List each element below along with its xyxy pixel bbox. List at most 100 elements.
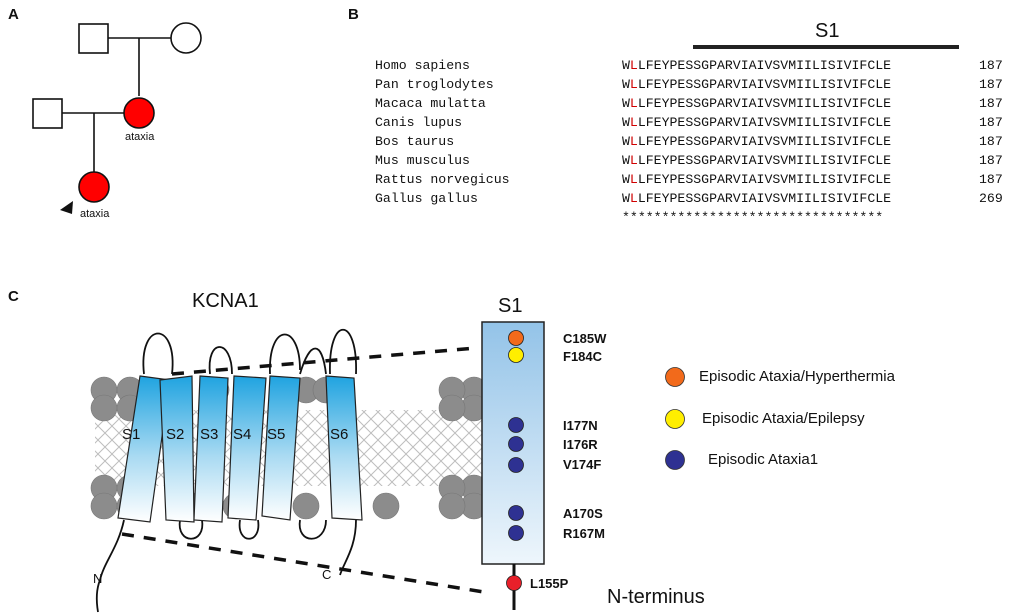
segment-s4 [227, 375, 267, 521]
alignment-species-name: Pan troglodytes [375, 77, 494, 92]
alignment-region-bar [693, 45, 959, 49]
sequence-suffix: LFEYPESSGPARVIAIVSVMIILISIVIFCLE [637, 191, 892, 206]
alignment-position-number: 269 [979, 191, 1003, 206]
alignment-position-number: 187 [979, 153, 1003, 168]
alignment-species-name: Bos taurus [375, 134, 455, 149]
mutation-dot-r167m [508, 525, 524, 541]
sequence-prefix: W [622, 58, 630, 73]
legend-label-ea1: Episodic Ataxia1 [708, 451, 819, 468]
highlighted-residue: L [629, 96, 638, 111]
s1-detail-title: S1 [498, 295, 523, 317]
segment-label-s5: S5 [267, 426, 285, 443]
alignment-region-label: S1 [815, 20, 840, 42]
sequence-prefix: W [622, 96, 630, 111]
alignment-sequence: WLLFEYPESSGPARVIAIVSVMIILISIVIFCLE [622, 96, 891, 111]
legend-label-hyperthermia: Episodic Ataxia/Hyperthermia [699, 368, 895, 385]
alignment-position-number: 187 [979, 77, 1003, 92]
sequence-prefix: W [622, 77, 630, 92]
mutation-label-v174f: V174F [563, 457, 602, 472]
sequence-suffix: LFEYPESSGPARVIAIVSVMIILISIVIFCLE [637, 96, 892, 111]
mutation-dot-a170s [508, 505, 524, 521]
sequence-prefix: W [622, 134, 630, 149]
highlighted-residue: L [629, 191, 638, 206]
alignment-species-name: Homo sapiens [375, 58, 470, 73]
highlighted-residue: L [629, 153, 638, 168]
segment-label-s1: S1 [122, 426, 140, 443]
highlighted-residue: L [629, 77, 638, 92]
segment-s6 [325, 375, 363, 521]
pedigree-affected-label-proband: ataxia [80, 208, 110, 220]
s1-detail-box [481, 321, 545, 610]
pedigree-grandfather [78, 23, 109, 54]
proband-arrow-icon [60, 201, 73, 214]
legend-label-epilepsy: Episodic Ataxia/Epilepsy [702, 410, 865, 427]
kcna1-topology: S1 S2 S3 S4 S5 S6 N C [90, 329, 490, 613]
mutation-label-i177n: I177N [563, 418, 598, 433]
panel-label-a: A [8, 6, 19, 23]
alignment-sequence: WLLFEYPESSGPARVIAIVSVMIILISIVIFCLE [622, 153, 891, 168]
sequence-suffix: LFEYPESSGPARVIAIVSVMIILISIVIFCLE [637, 134, 892, 149]
segment-s1 [117, 375, 171, 523]
segment-s5 [261, 375, 301, 521]
legend-swatches [665, 367, 685, 470]
alignment-position-number: 187 [979, 96, 1003, 111]
sequence-suffix: LFEYPESSGPARVIAIVSVMIILISIVIFCLE [637, 115, 892, 130]
highlighted-residue: L [629, 134, 638, 149]
segment-label-s6: S6 [330, 426, 348, 443]
segment-label-s3: S3 [200, 426, 218, 443]
segment-label-s4: S4 [233, 426, 251, 443]
alignment-conservation-stars: ********************************* [622, 210, 884, 225]
pedigree-grandmother [170, 22, 202, 54]
mutation-dot-f184c [508, 347, 524, 363]
pedigree-affected-label-mother: ataxia [125, 131, 155, 143]
alignment-position-number: 187 [979, 172, 1003, 187]
sequence-suffix: LFEYPESSGPARVIAIVSVMIILISIVIFCLE [637, 77, 892, 92]
mutation-label-r167m: R167M [563, 526, 605, 541]
panel-label-c: C [8, 288, 19, 305]
mutation-dot-i177n [508, 417, 524, 433]
sequence-prefix: W [622, 153, 630, 168]
alignment-position-number: 187 [979, 115, 1003, 130]
legend-swatch-ea1 [665, 450, 685, 470]
mutation-dot-l155p [506, 575, 522, 591]
n-terminus-label: N-terminus [607, 586, 705, 608]
zoom-connectors [121, 346, 485, 594]
mutation-label-a170s: A170S [563, 506, 603, 521]
alignment-sequence: WLLFEYPESSGPARVIAIVSVMIILISIVIFCLE [622, 134, 891, 149]
mutation-dot-i176r [508, 436, 524, 452]
mutation-label-l155p: L155P [530, 576, 569, 591]
segment-s3 [193, 375, 229, 523]
highlighted-residue: L [629, 172, 638, 187]
sequence-suffix: LFEYPESSGPARVIAIVSVMIILISIVIFCLE [637, 58, 892, 73]
alignment-sequence: WLLFEYPESSGPARVIAIVSVMIILISIVIFCLE [622, 191, 891, 206]
sequence-suffix: LFEYPESSGPARVIAIVSVMIILISIVIFCLE [637, 153, 892, 168]
channel-loops [95, 329, 357, 613]
pedigree-chart [32, 22, 202, 214]
alignment-species-name: Macaca mulatta [375, 96, 486, 111]
alignment-species-name: Gallus gallus [375, 191, 478, 206]
mutation-dot-v174f [508, 457, 524, 473]
pedigree-father [32, 98, 63, 129]
highlighted-residue: L [629, 115, 638, 130]
alignment-species-name: Canis lupus [375, 115, 463, 130]
mutation-label-c185w: C185W [563, 331, 607, 346]
mutation-dot-c185w [508, 330, 524, 346]
c-terminus-short-label: C [322, 567, 331, 582]
alignment-position-number: 187 [979, 58, 1003, 73]
alignment-position-number: 187 [979, 134, 1003, 149]
alignment-species-name: Rattus norvegicus [375, 172, 510, 187]
segment-label-s2: S2 [166, 426, 184, 443]
alignment-sequence: WLLFEYPESSGPARVIAIVSVMIILISIVIFCLE [622, 58, 891, 73]
n-terminus-short-label: N [93, 571, 102, 586]
sequence-prefix: W [622, 115, 630, 130]
sequence-suffix: LFEYPESSGPARVIAIVSVMIILISIVIFCLE [637, 172, 892, 187]
alignment-species-name: Mus musculus [375, 153, 470, 168]
pedigree-mother-affected [123, 97, 155, 129]
channel-title: KCNA1 [192, 290, 259, 312]
legend-swatch-epilepsy [665, 409, 685, 429]
alignment-sequence: WLLFEYPESSGPARVIAIVSVMIILISIVIFCLE [622, 115, 891, 130]
mutation-label-f184c: F184C [563, 349, 603, 364]
legend-swatch-hyperthermia [665, 367, 685, 387]
alignment-sequence: WLLFEYPESSGPARVIAIVSVMIILISIVIFCLE [622, 172, 891, 187]
highlighted-residue: L [629, 58, 638, 73]
